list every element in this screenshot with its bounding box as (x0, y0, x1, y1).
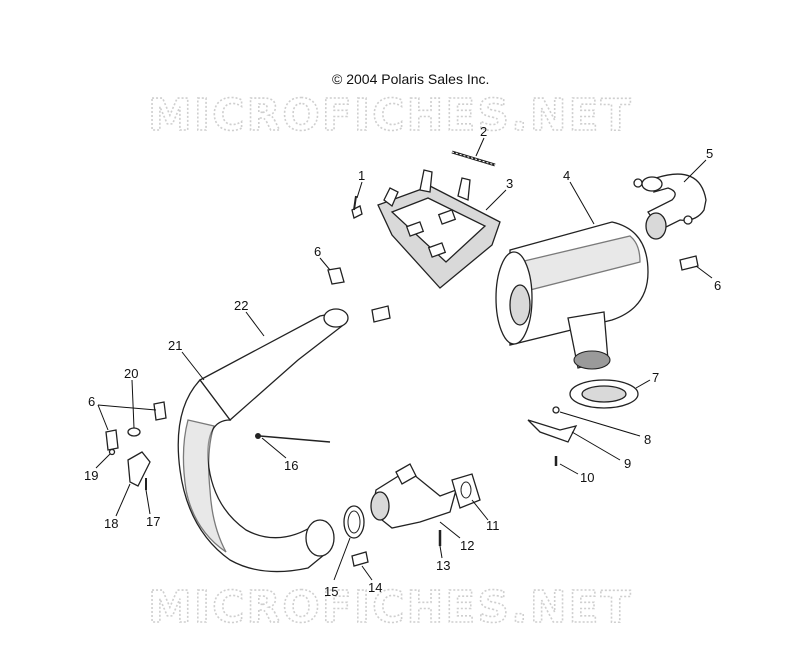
callout-7: 7 (652, 370, 659, 385)
part-20-grommet (127, 427, 141, 437)
callout-22: 22 (234, 298, 248, 313)
callout-9: 9 (624, 456, 631, 471)
part-14-spring (351, 551, 369, 567)
callout-6-right: 6 (714, 278, 721, 293)
part-6-spring-right (679, 255, 699, 271)
part-16-sensor-wire (255, 433, 331, 443)
callout-18: 18 (104, 516, 118, 531)
part-9-bracket (527, 419, 578, 443)
callout-2: 2 (480, 124, 487, 139)
callout-16: 16 (284, 458, 298, 473)
part-5-elbow-pipe (633, 173, 707, 240)
callout-20: 20 (124, 366, 138, 381)
part-6-spring-upper (327, 267, 345, 285)
callout-6-upper: 6 (314, 244, 321, 259)
part-21-expansion-chamber (177, 378, 335, 573)
callout-10: 10 (580, 470, 594, 485)
part-15-gasket (343, 505, 365, 539)
part-2-spring (451, 150, 496, 167)
part-18-hanger-bracket (127, 451, 151, 487)
callout-21: 21 (168, 338, 182, 353)
part-11-flange-gasket (451, 473, 481, 509)
part-7-gasket-plate (569, 379, 639, 409)
callout-8: 8 (644, 432, 651, 447)
part-6-spring-left-bottom (105, 429, 119, 451)
watermark-top: MICROFICHES.NET (148, 90, 633, 141)
part-19-clip (108, 448, 116, 456)
callout-3: 3 (506, 176, 513, 191)
part-6-spring-mid (371, 305, 391, 323)
callout-6-left: 6 (88, 394, 95, 409)
watermark-bottom: MICROFICHES.NET (148, 582, 633, 633)
callout-19: 19 (84, 468, 98, 483)
part-6-spring-left-top (153, 401, 167, 421)
part-12-exhaust-manifold (370, 463, 457, 529)
callout-11: 11 (486, 518, 500, 533)
callout-17: 17 (146, 514, 160, 529)
callout-15: 15 (324, 584, 338, 599)
callout-13: 13 (436, 558, 450, 573)
part-1-bolt (351, 195, 363, 219)
part-4-muffler (495, 221, 649, 370)
callout-12: 12 (460, 538, 474, 553)
part-3-mounting-bracket (377, 169, 501, 289)
callout-4: 4 (563, 168, 570, 183)
copyright-text: © 2004 Polaris Sales Inc. (332, 71, 489, 87)
part-22-expansion-cone (199, 308, 349, 421)
part-8-washer (552, 406, 560, 414)
callout-14: 14 (368, 580, 382, 595)
callout-5: 5 (706, 146, 713, 161)
callout-1: 1 (358, 168, 365, 183)
leader-lines (95, 137, 713, 581)
